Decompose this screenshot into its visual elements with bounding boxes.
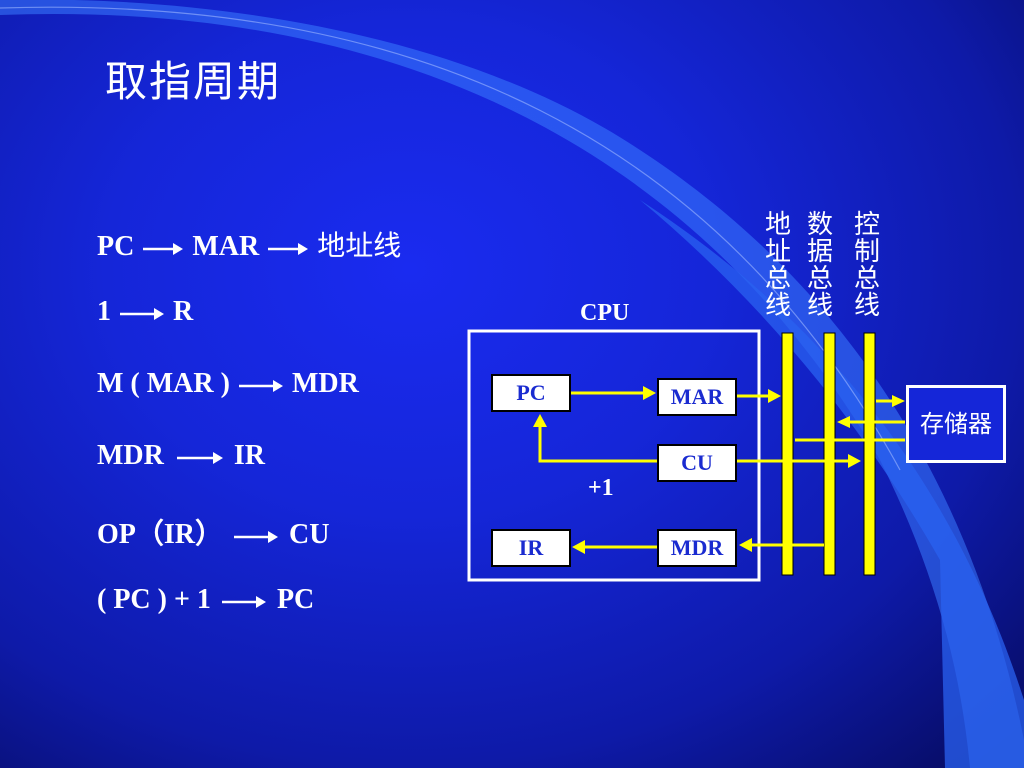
step-4-right: IR: [233, 440, 265, 471]
cpu-label: CPU: [580, 300, 630, 326]
arrow-head-icon: [892, 395, 905, 407]
arrow-right-icon: [268, 242, 309, 255]
arrow-right-icon: [221, 595, 266, 608]
step-6-right: PC: [276, 584, 315, 615]
arrow-head-icon: [768, 389, 781, 403]
step-2-left: 1: [97, 296, 111, 327]
step-1-left: PC: [97, 231, 135, 262]
bus-label-char: 线: [853, 291, 880, 321]
step-5-left: OP（IR）: [97, 519, 224, 550]
bus-label-char: 址: [764, 237, 791, 267]
bus-label-char: 地: [764, 210, 791, 240]
arrow-head-icon: [837, 416, 850, 428]
cu-to-pc-arrow: [538, 425, 657, 463]
bus-label-char: 线: [806, 291, 833, 321]
control-bus-bar: [863, 332, 876, 576]
increment-label: +1: [588, 475, 614, 501]
arrow-head-icon: [533, 414, 547, 427]
swoosh-band: [640, 200, 1024, 768]
memory-box: 存储器: [906, 385, 1006, 463]
step-3: M ( MAR ) MDR: [97, 368, 359, 400]
step-2: 1 R: [97, 296, 193, 328]
step-1: PC MAR 地址线: [97, 224, 401, 264]
bus-label-char: 总: [764, 264, 791, 294]
arrow-right-icon: [176, 451, 223, 464]
bus-label-char: 控: [853, 210, 880, 240]
arrow-right-icon: [238, 379, 283, 392]
step-5: OP（IR） CU: [97, 512, 329, 552]
control-bus-label: 控 制 总 线: [853, 212, 881, 320]
arrow-head-icon: [848, 454, 861, 468]
step-3-right: MDR: [291, 368, 359, 399]
arrow-head-icon: [572, 540, 585, 554]
step-5-right: CU: [289, 519, 330, 550]
step-6-left: ( PC ) + 1: [97, 584, 211, 615]
step-1-right: 地址线: [317, 229, 402, 262]
step-1-middle: MAR: [192, 231, 260, 262]
swoosh-line: [0, 6, 901, 471]
bus-label-char: 数: [806, 210, 833, 240]
mar-register: MAR: [657, 378, 737, 416]
address-bus-label: 地 址 总 线: [764, 212, 792, 320]
bus-label-char: 总: [806, 264, 833, 294]
step-2-right: R: [173, 296, 194, 327]
arrow-right-icon: [143, 242, 184, 255]
arrow-head-icon: [739, 538, 752, 552]
step-6: ( PC ) + 1 PC: [97, 584, 314, 616]
step-4: MDR IR: [97, 440, 265, 472]
address-bus-bar: [781, 332, 794, 576]
bus-label-char: 制: [853, 237, 880, 267]
bus-label-char: 据: [806, 237, 833, 267]
bus-label-char: 总: [853, 264, 880, 294]
step-4-left: MDR: [97, 440, 164, 471]
cu-register: CU: [657, 444, 737, 482]
pc-register: PC: [491, 374, 571, 412]
cpu-box: [467, 329, 761, 582]
step-3-left: M ( MAR ): [97, 368, 230, 399]
arrow-right-icon: [120, 307, 164, 320]
slide-title: 取指周期: [105, 57, 282, 106]
arrow-head-icon: [643, 386, 656, 400]
data-bus-bar: [823, 332, 836, 576]
bus-label-char: 线: [764, 291, 791, 321]
data-bus-label: 数 据 总 线: [806, 212, 834, 320]
ir-register: IR: [491, 529, 571, 567]
mdr-register: MDR: [657, 529, 737, 567]
arrow-right-icon: [234, 530, 279, 543]
